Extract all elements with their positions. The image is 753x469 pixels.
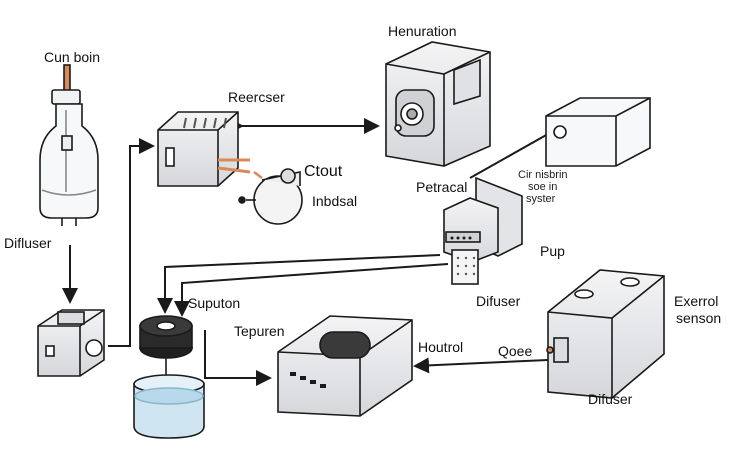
label-difuser-left: Difluser xyxy=(4,235,52,251)
arrow-cube-to-heater xyxy=(108,138,155,347)
arrow-sensor-to-hub xyxy=(413,357,549,374)
label-qoee: Qoee xyxy=(498,343,532,359)
label-houtrol: Houtrol xyxy=(418,339,463,355)
camera-box-icon xyxy=(545,97,651,167)
label-reercser: Reercser xyxy=(228,89,285,105)
label-ctout: Ctout xyxy=(304,163,343,180)
arrow-spool-to-hub xyxy=(204,330,272,386)
henuration-device-icon xyxy=(385,41,491,167)
label-difuser-right: Difuser xyxy=(588,391,633,407)
connectors xyxy=(62,118,549,386)
label-tepuren: Tepuren xyxy=(234,323,285,339)
label-inbdsal: Inbdsal xyxy=(312,193,357,209)
labels: Cun boin Henuration Reercser Ctout Inbds… xyxy=(4,23,721,407)
hub-icon xyxy=(277,315,413,417)
label-senson: senson xyxy=(676,310,721,326)
label-petracal: Petracal xyxy=(416,179,467,195)
label-cir-note-2: soe in xyxy=(528,181,557,193)
arrow-diffuser-to-spool-1 xyxy=(157,254,441,314)
label-cir-note-3: syster xyxy=(526,193,556,205)
label-cir-note-1: Cir nisbrin xyxy=(518,169,568,181)
spool-icon xyxy=(139,315,193,386)
label-difuser-center: Difuser xyxy=(476,293,521,309)
line-petracal-to-camera xyxy=(469,133,549,179)
arrow-diffuser-to-spool-2 xyxy=(174,263,449,317)
heater-icon xyxy=(157,111,251,187)
sensor-box-icon xyxy=(546,269,665,399)
beaker-icon xyxy=(133,374,205,439)
fan-icon xyxy=(238,168,303,225)
bottle-icon xyxy=(39,64,99,226)
label-henuration: Henuration xyxy=(388,23,457,39)
label-cun-boin: Cun boin xyxy=(44,49,100,65)
diffuser-pump-icon xyxy=(443,176,523,285)
label-pup: Pup xyxy=(540,243,565,259)
label-exerrol: Exerrol xyxy=(674,293,718,309)
label-suputon: Suputon xyxy=(188,295,240,311)
cube-box-icon xyxy=(37,309,105,377)
